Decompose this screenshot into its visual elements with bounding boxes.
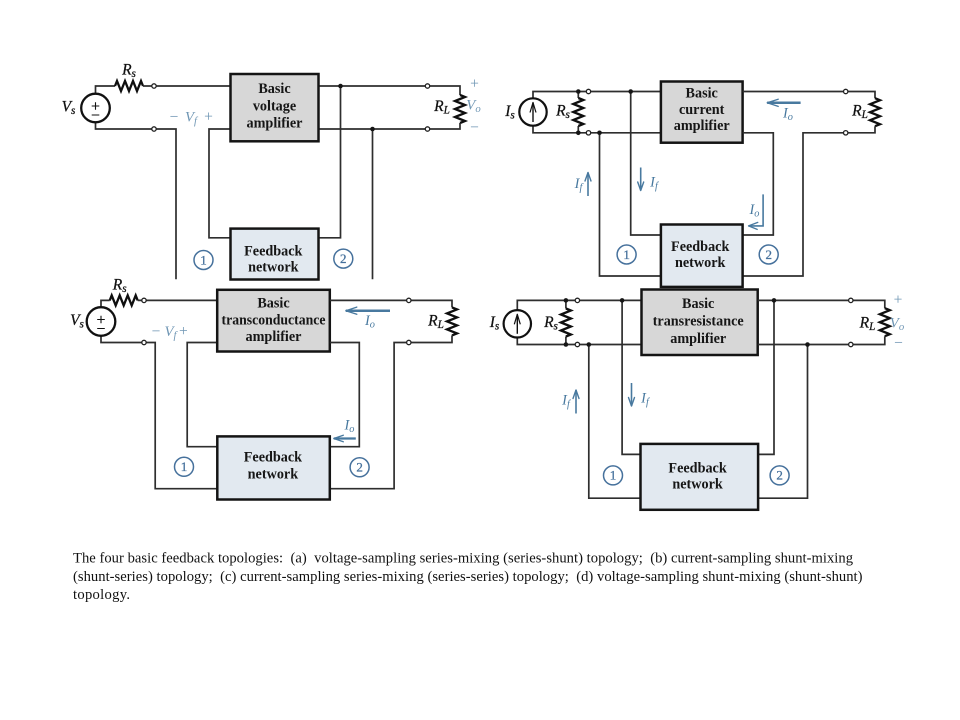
svg-text:−: − [170,109,179,126]
svg-text:Feedback: Feedback [671,239,729,255]
svg-text:(shunt-series) topology; (c): (shunt-series) topology; (c) current-sam… [73,569,863,585]
svg-text:1: 1 [200,252,207,267]
svg-text:If: If [640,390,651,408]
svg-text:amplifier: amplifier [670,331,726,347]
svg-text:network: network [248,466,299,482]
svg-text:Io: Io [344,417,355,435]
svg-text:2: 2 [765,247,772,262]
svg-text:Feedback: Feedback [244,243,302,259]
svg-text:+: + [179,323,188,340]
svg-text:Io: Io [782,106,793,124]
svg-text:Feedback: Feedback [668,461,726,477]
svg-text:Io: Io [749,202,760,220]
svg-text:network: network [248,260,299,276]
svg-text:Basic: Basic [686,86,718,102]
svg-text:amplifier: amplifier [246,329,302,345]
svg-text:Basic: Basic [682,296,714,312]
svg-text:Basic: Basic [258,81,290,97]
svg-text:transconductance: transconductance [222,312,326,328]
svg-text:amplifier: amplifier [674,118,730,134]
svg-text:network: network [675,255,726,271]
svg-text:Rs: Rs [121,62,136,81]
svg-text:Basic: Basic [257,295,289,311]
svg-text:current: current [679,102,725,118]
svg-text:2: 2 [776,468,783,483]
svg-text:If: If [649,175,660,193]
svg-text:The four basic feedback topolo: The four basic feedback topologies: (a) … [73,551,854,567]
svg-text:transresistance: transresistance [653,314,744,330]
svg-text:2: 2 [356,460,363,475]
svg-text:+: + [894,292,903,309]
svg-text:voltage: voltage [253,99,296,115]
svg-text:topology.: topology. [73,587,130,603]
svg-text:2: 2 [340,251,347,266]
svg-text:−: − [470,119,479,136]
svg-text:amplifier: amplifier [247,116,303,132]
svg-text:Io: Io [364,313,375,331]
svg-text:−: − [152,323,161,340]
svg-text:If: If [574,176,585,194]
svg-text:Is: Is [504,103,515,122]
svg-text:1: 1 [610,468,617,483]
svg-text:+: + [470,76,479,93]
svg-text:If: If [561,393,572,411]
svg-text:Is: Is [489,314,500,333]
svg-text:Feedback: Feedback [244,449,302,465]
svg-text:network: network [672,477,723,493]
svg-text:1: 1 [181,459,188,474]
svg-text:−: − [894,334,903,351]
svg-text:+: + [204,109,213,126]
svg-text:1: 1 [623,247,630,262]
svg-text:RL: RL [859,315,876,334]
